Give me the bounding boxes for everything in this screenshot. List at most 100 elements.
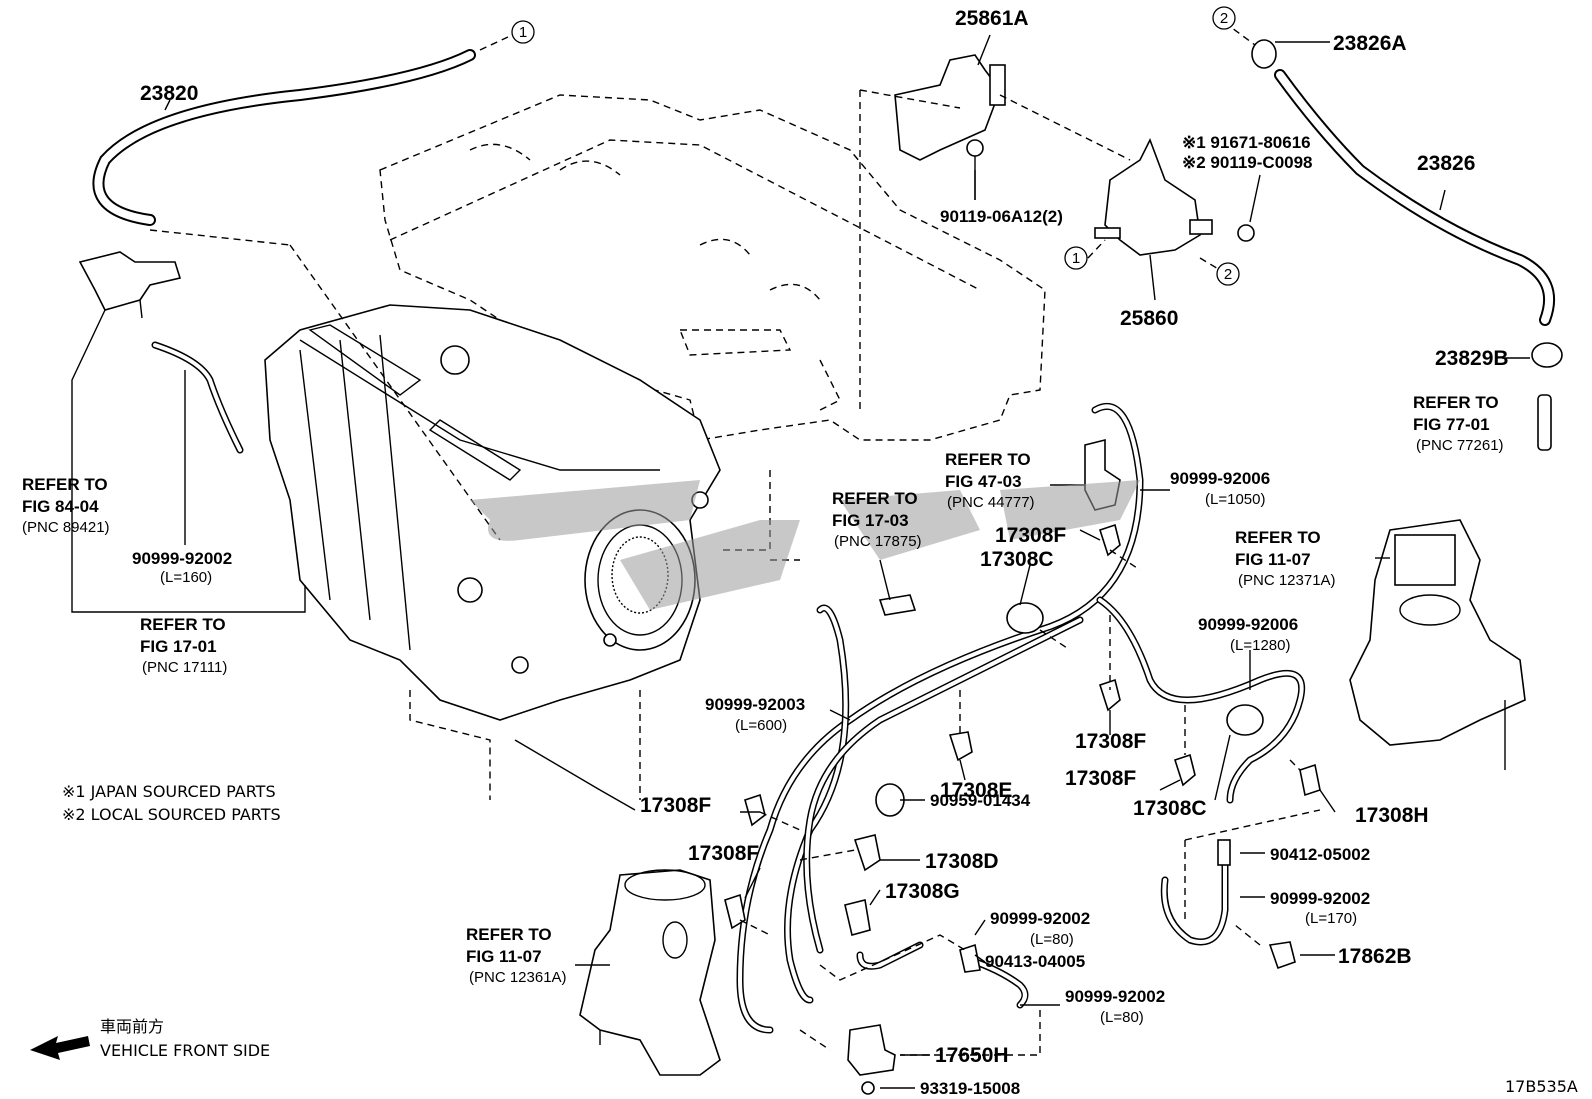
label-17308E: 17308E — [940, 779, 1012, 802]
watermark-logo — [470, 480, 1140, 610]
label-23829B: 23829B — [1435, 347, 1509, 370]
svg-text:(L=160): (L=160) — [160, 569, 212, 586]
hose-long-bundle — [736, 402, 1305, 1034]
label-17308F-mid: 17308F — [1075, 730, 1146, 753]
sensor-17875 — [878, 594, 917, 616]
hose-90999-92002-L170 — [1160, 856, 1229, 946]
svg-text:1: 1 — [1072, 250, 1080, 267]
clamp-17308C-mid — [1226, 704, 1264, 736]
bolt-93319-15008 — [861, 1081, 875, 1095]
svg-text:(PNC 44777): (PNC 44777) — [947, 494, 1035, 511]
label-17308C-mid: 17308C — [1133, 797, 1207, 820]
label-17308D: 17308D — [925, 850, 999, 873]
label-90999-92002-L170: 90999-92002 — [1270, 889, 1370, 908]
svg-text:(PNC 89421): (PNC 89421) — [22, 519, 110, 536]
front-direction: 車両前方 VEHICLE FRONT SIDE — [30, 1017, 270, 1060]
svg-text:REFER TO: REFER TO — [140, 615, 226, 634]
leader-lines — [71, 21, 1530, 1089]
note-japan: ※1 JAPAN SOURCED PARTS — [62, 782, 276, 801]
svg-text:FIG 47-03: FIG 47-03 — [945, 472, 1022, 491]
clip-17308H — [1299, 763, 1321, 797]
svg-text:(PNC 12361A): (PNC 12361A) — [469, 969, 567, 986]
label-90999-92006-L1050: 90999-92006 — [1170, 469, 1270, 488]
label-17308F-right: 17308F — [1065, 767, 1136, 790]
svg-text:REFER TO: REFER TO — [466, 925, 552, 944]
valve-25860 — [1094, 138, 1213, 256]
svg-text:(L=80): (L=80) — [1030, 931, 1074, 948]
label-23826A: 23826A — [1333, 32, 1407, 55]
clip-17308F-right — [1173, 753, 1196, 787]
label-17308F-low: 17308F — [688, 842, 759, 865]
label-90119-06A12: 90119-06A12(2) — [940, 207, 1063, 226]
callout-1-top: 1 — [511, 20, 535, 44]
hose-short-L80-b — [966, 956, 1029, 1009]
label-17308F-left: 17308F — [640, 794, 711, 817]
callout-1-valve: 1 — [1064, 246, 1088, 270]
label-25860: 25860 — [1120, 307, 1178, 330]
svg-text:(L=1280): (L=1280) — [1230, 637, 1290, 654]
svg-text:(PNC 12371A): (PNC 12371A) — [1238, 572, 1336, 589]
svg-text:REFER TO: REFER TO — [22, 475, 108, 494]
label-93319-15008: 93319-15008 — [920, 1079, 1020, 1098]
svg-text:(L=600): (L=600) — [735, 717, 787, 734]
label-17308H: 17308H — [1355, 804, 1429, 827]
clamp-90959-01434 — [875, 783, 905, 817]
label-90999-92003: 90999-92003 — [705, 695, 805, 714]
label-17308G: 17308G — [885, 880, 960, 903]
label-90999-92002-L160: 90999-92002 — [132, 549, 232, 568]
svg-text:REFER TO: REFER TO — [832, 489, 918, 508]
clip-17308G — [844, 899, 871, 936]
svg-text:(L=80): (L=80) — [1100, 1009, 1144, 1026]
clamp-23829B — [1531, 342, 1563, 368]
label-90999-92002-L80-a: 90999-92002 — [990, 909, 1090, 928]
front-label-en: VEHICLE FRONT SIDE — [100, 1041, 270, 1060]
clip-17308D — [853, 834, 881, 872]
svg-text:REFER TO: REFER TO — [1235, 528, 1321, 547]
diagram-code: 17B535A — [1505, 1077, 1578, 1096]
label-17308F-top: 17308F — [995, 524, 1066, 547]
clip-17308F-left — [744, 793, 766, 827]
bracket-25861A — [894, 54, 1006, 161]
label-90119-C0098: ※2 90119-C0098 — [1182, 153, 1313, 172]
label-23820: 23820 — [140, 82, 198, 105]
callout-2-top: 2 — [1212, 6, 1236, 30]
arrow-left-icon — [30, 1036, 90, 1060]
hose-23820 — [92, 49, 476, 226]
vsv-17650H — [847, 1024, 896, 1076]
hose-short-L80-a — [856, 941, 924, 970]
clip-17862B — [1268, 941, 1296, 970]
svg-text:FIG 11-07: FIG 11-07 — [466, 947, 542, 966]
hose-23826 — [1274, 69, 1555, 326]
clamp-17308C-top — [1006, 602, 1044, 634]
callout-2-valve: 2 — [1216, 262, 1240, 286]
union-90413-04005 — [959, 943, 981, 973]
svg-text:REFER TO: REFER TO — [945, 450, 1031, 469]
svg-text:REFER TO: REFER TO — [1413, 393, 1499, 412]
union-90412-05002 — [1217, 839, 1231, 866]
svg-text:2: 2 — [1224, 266, 1232, 283]
label-17308C-top: 17308C — [980, 548, 1054, 571]
note-local: ※2 LOCAL SOURCED PARTS — [62, 805, 281, 824]
svg-text:FIG 11-07: FIG 11-07 — [1235, 550, 1311, 569]
label-23826: 23826 — [1417, 152, 1475, 175]
label-90413-04005: 90413-04005 — [985, 952, 1085, 971]
label-90959-01434: 90959-01434 — [930, 791, 1031, 810]
label-25861A: 25861A — [955, 7, 1029, 30]
label-90999-92006-L1280: 90999-92006 — [1198, 615, 1298, 634]
label-91671: ※1 91671-80616 — [1182, 133, 1311, 152]
clip-17308F-top — [1098, 523, 1121, 557]
front-label-jp: 車両前方 — [100, 1017, 164, 1036]
svg-text:FIG 17-01: FIG 17-01 — [140, 637, 217, 656]
svg-text:(L=1050): (L=1050) — [1205, 491, 1265, 508]
sensor-89421 — [78, 251, 182, 319]
clip-17308F-low — [724, 893, 746, 930]
svg-text:FIG 84-04: FIG 84-04 — [22, 497, 99, 516]
svg-text:(PNC 17111): (PNC 17111) — [142, 659, 227, 676]
part-labels: 23820 25861A 23826A 23826 ※1 91671-80616… — [22, 7, 1578, 1098]
engine-mount-right — [1349, 519, 1526, 770]
svg-text:2: 2 — [1220, 10, 1228, 27]
svg-text:FIG 77-01: FIG 77-01 — [1413, 415, 1490, 434]
clip-17308F-mid — [1098, 678, 1121, 712]
label-90999-92002-L80-b: 90999-92002 — [1065, 987, 1165, 1006]
